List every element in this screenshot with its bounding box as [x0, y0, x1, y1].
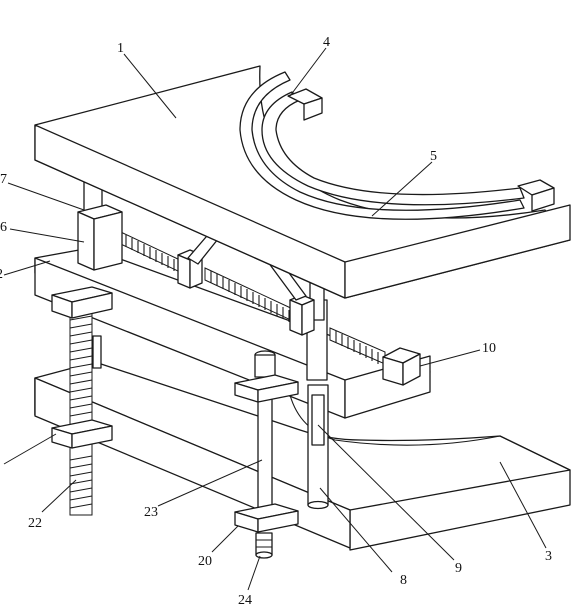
left-lift-assembly: [51, 286, 113, 516]
label-6: 6: [0, 220, 7, 235]
label-1: 1: [117, 41, 124, 56]
label-10: 10: [482, 341, 496, 356]
center-lift-assembly: [234, 350, 299, 559]
label-3: 3: [545, 549, 552, 564]
leader-lines: [3, 47, 547, 591]
label-23: 23: [144, 505, 158, 520]
top-plate: [34, 65, 571, 299]
left-post-assembly: [77, 174, 123, 271]
label-24: 24: [238, 593, 252, 608]
label-22: 22: [28, 516, 42, 531]
lead-screw: [107, 225, 421, 386]
label-5: 5: [430, 149, 437, 164]
label-4: 4: [323, 35, 330, 50]
label-8: 8: [400, 573, 407, 588]
label-2: 2: [0, 267, 3, 282]
part-labels: 1 4 5 7 6 2 10 22 23 20 24 8 9 3: [0, 35, 552, 608]
label-20: 20: [198, 554, 212, 569]
label-7: 7: [0, 172, 7, 187]
label-9: 9: [455, 561, 462, 576]
